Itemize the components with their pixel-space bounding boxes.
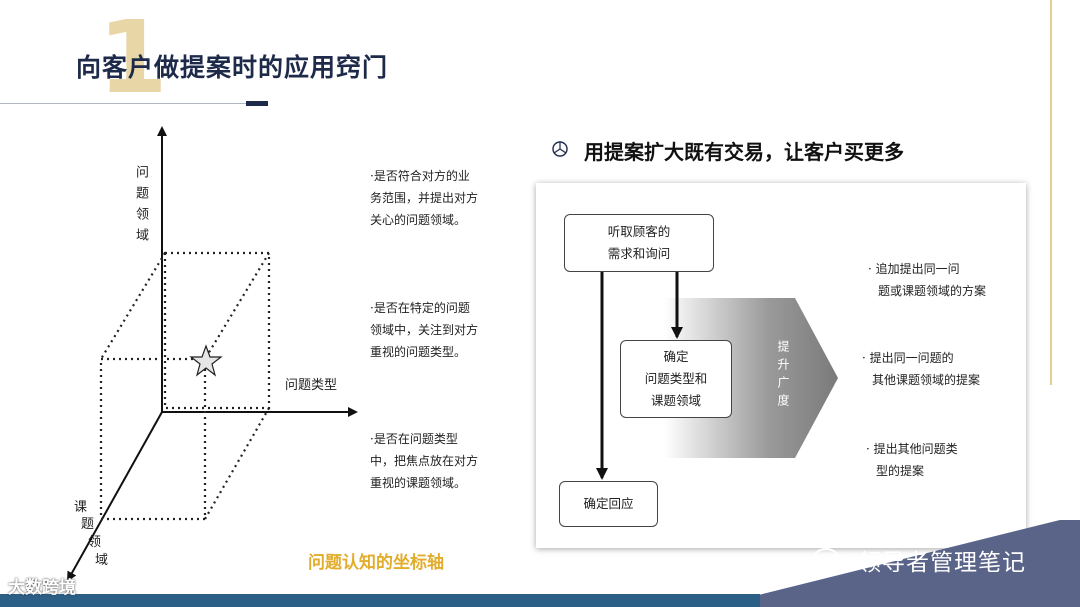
axis-note-3: ·是否在问题类型中，把焦点放在对方重视的课题领域。 [370,432,479,490]
z-axis [67,411,163,580]
right-note-2: · 提出同一问题的 其他课题领域的提案 [862,347,980,391]
section-number: 1 [98,0,168,116]
slate-triangle [710,520,1080,607]
step-determine-type: 确定 问题类型和 课题领域 [620,340,732,418]
axis-label-problem-type: 问题类型 [285,378,338,393]
step-listen-needs: 听取顾客的 需求和询问 [564,214,714,272]
wechat-icon [813,548,849,573]
note-line: 型的提案 [876,464,925,478]
right-note-3: · 提出其他问题类 型的提案 [866,438,958,482]
aperture-icon [552,141,568,157]
blue-band [0,594,760,607]
step-text: 需求和询问 [607,246,671,261]
axis-label-issue-domain: 课 题 领 域 [62,496,112,576]
axis-label-char: 题 [81,517,95,532]
watermark: 大数跨境 [8,578,76,598]
note-line: · 追加提出同一问 [868,262,960,276]
axis-note-1: ·是否符合对方的业务范围，并提出对方关心的问题领域。 [370,169,479,227]
flow-diagram [596,272,838,480]
title-underline [0,103,258,104]
step-determine-reply: 确定回应 [559,481,658,527]
right-note-1: · 追加提出同一问 题或课题领域的方案 [868,258,986,302]
right-accent-line [1050,0,1052,385]
axis-label-char: 领 [88,535,102,550]
axis-label-problem-domain: 问题领域 [133,165,148,249]
step-text: 问题类型和 [644,371,708,386]
step-text: 听取顾客的 [607,224,671,239]
section-heading: 用提案扩大既有交易，让客户买更多 [584,140,904,164]
title-accent-bar [246,101,268,106]
axis-caption: 问题认知的坐标轴 [308,553,444,573]
boost-breadth-label: 提升广度 [776,340,790,412]
axis-label-char: 域 [95,553,109,568]
star-icon [189,344,223,377]
problem-axes-diagram [67,126,358,580]
step-text: 课题领域 [650,393,701,408]
note-line: 题或课题领域的方案 [878,284,987,298]
note-line: · 提出同一问题的 [862,351,954,365]
axis-note-2: ·是否在特定的问题领域中，关注到对方重视的问题类型。 [370,301,479,359]
step-text: 确定 [663,349,689,364]
note-line: 其他课题领域的提案 [872,373,981,387]
note-line: · 提出其他问题类 [866,442,958,456]
bottom-decoration [0,520,1080,607]
dotted-box [99,251,271,521]
wechat-account-label: 领导者管理笔记 [858,550,1026,576]
boost-arrow-shape [664,298,838,458]
slide-title: 向客户做提案时的应用窍门 [76,53,389,82]
axis-label-char: 课 [74,500,88,515]
